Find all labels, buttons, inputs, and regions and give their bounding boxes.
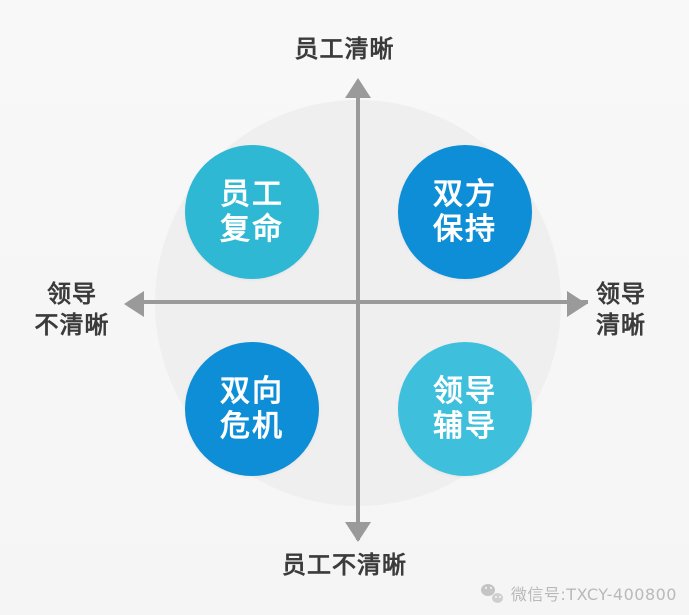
axis-label-bottom: 员工不清晰 [282, 551, 407, 579]
quadrant-bubble-bottom-left[interactable]: 双向 危机 [185, 342, 319, 476]
wechat-icon [480, 583, 503, 603]
quadrant-bubble-top-left[interactable]: 员工 复命 [185, 145, 319, 279]
watermark: 微信号:TXCY-400800 [480, 581, 677, 605]
axis-label-top: 员工清晰 [294, 35, 395, 63]
quadrant-bubble-bottom-right[interactable]: 领导 辅导 [398, 342, 532, 476]
vertical-axis-line [356, 84, 360, 540]
axis-arrow-left-icon [124, 291, 144, 317]
axis-arrow-up-icon [345, 78, 371, 98]
axis-arrow-down-icon [345, 522, 371, 542]
axis-label-right: 领导 清晰 [596, 280, 646, 339]
watermark-text: 微信号:TXCY-400800 [510, 585, 677, 604]
quadrant-bubble-top-right[interactable]: 双方 保持 [398, 145, 532, 279]
axis-arrow-right-icon [567, 291, 587, 317]
axis-label-left: 领导 不清晰 [34, 280, 110, 339]
horizontal-axis-line [130, 300, 588, 304]
